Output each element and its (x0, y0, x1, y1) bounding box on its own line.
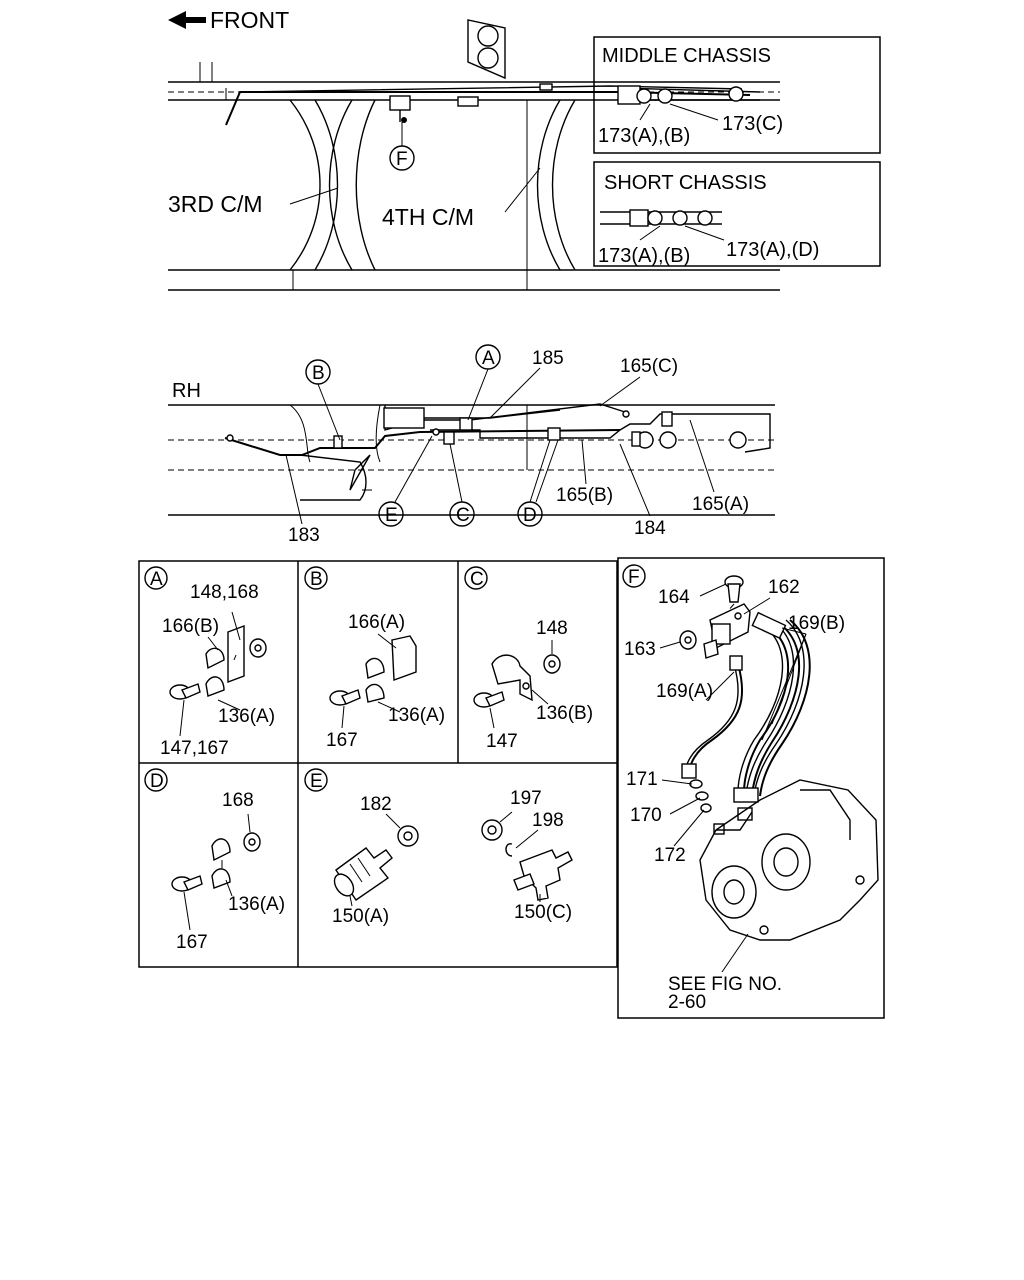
detail-e: E 182 150(A) 197 198 150(C) (304, 768, 573, 927)
middle-chassis-title: MIDDLE CHASSIS (602, 45, 771, 67)
middle-chassis-label-ab: 173(A),(B) (598, 125, 690, 147)
detail-a-label-136a: 136(A) (218, 706, 275, 727)
valve-group-shape (631, 411, 747, 449)
cross-member-4th (536, 99, 576, 271)
connector-150a-shape (333, 847, 393, 901)
callout-a: A (482, 348, 495, 369)
clip-136a-shape (211, 838, 231, 889)
front-label: FRONT (210, 7, 289, 33)
detail-d: D 168 136(A) 167 (144, 768, 285, 953)
bolt-147-icon (473, 691, 505, 708)
detail-a-label-148-168: 148,168 (190, 582, 259, 603)
bolt-167-icon (329, 689, 361, 706)
clip-136b-shape (491, 654, 533, 702)
short-chassis-label-ab: 173(A),(B) (598, 245, 690, 267)
hoses-169-shape (681, 611, 811, 803)
middle-chassis-label-c: 173(C) (722, 113, 783, 135)
callout-f: F (396, 149, 408, 170)
detail-d-label-168: 168 (222, 790, 254, 811)
detail-a: A 148,168 166(B) 136(A) 147,167 (144, 566, 275, 759)
detail-b-tag: B (310, 569, 323, 590)
fourth-crossmember-label: 4TH C/M (382, 204, 474, 230)
detail-e-label-150a: 150(A) (332, 906, 389, 927)
bracket-162-shape (703, 603, 751, 659)
side-view: RH (168, 344, 775, 546)
transmission-housing-shape (699, 779, 879, 941)
detail-f-label-162: 162 (768, 577, 800, 598)
label-183: 183 (288, 525, 320, 546)
detail-a-tag: A (150, 569, 163, 590)
detail-b-label-166a: 166(A) (348, 612, 405, 633)
front-arrow-icon (168, 11, 206, 29)
nut-148-icon (543, 654, 561, 674)
detail-d-tag: D (150, 771, 164, 792)
detail-f-label-170: 170 (630, 805, 662, 826)
top-bracket-shape (467, 19, 506, 80)
detail-b-label-136a: 136(A) (388, 705, 445, 726)
detail-e-tag: E (310, 771, 323, 792)
detail-e-label-197: 197 (510, 788, 542, 809)
nut-163-icon (679, 630, 697, 650)
detail-e-label-150c: 150(C) (514, 902, 572, 923)
callout-c: C (456, 505, 470, 526)
clip-166a-shape (365, 635, 417, 703)
detail-grid (138, 560, 618, 968)
detail-f-see-fig-number: 2-60 (668, 992, 706, 1013)
short-chassis-title: SHORT CHASSIS (604, 172, 767, 194)
third-crossmember-label: 3RD C/M (168, 191, 263, 217)
label-184: 184 (634, 518, 666, 539)
nut-168-icon (243, 832, 261, 852)
detail-c-label-147: 147 (486, 731, 518, 752)
bolt-167-icon (171, 875, 203, 892)
detail-c: C 148 136(B) 147 (464, 566, 593, 752)
detail-f-label-169a: 169(A) (656, 681, 713, 702)
nut-148-icon (249, 638, 267, 658)
detail-f-label-171: 171 (626, 769, 658, 790)
detail-c-tag: C (470, 569, 484, 590)
detail-a-label-147-167: 147,167 (160, 738, 229, 759)
detail-f-label-172: 172 (654, 845, 686, 866)
detail-c-label-148: 148 (536, 618, 568, 639)
label-185: 185 (532, 348, 564, 369)
detail-f-tag: F (628, 567, 640, 588)
top-view: FRONT (168, 7, 881, 291)
detail-d-label-167: 167 (176, 932, 208, 953)
clip-136a-shape (205, 624, 245, 697)
bolt-164-icon (724, 575, 744, 603)
callout-f-circle (389, 145, 415, 171)
detail-a-label-166b: 166(B) (162, 616, 219, 637)
detail-f-see-fig: SEE FIG NO. (668, 974, 782, 995)
callout-b: B (312, 363, 325, 384)
short-chassis-inset: SHORT CHASSIS 173(A),(B) 173(A),(D) (593, 161, 881, 267)
nut-197-icon (481, 819, 503, 841)
rh-label: RH (172, 380, 201, 402)
label-165c: 165(C) (620, 356, 678, 377)
middle-chassis-inset: MIDDLE CHASSIS 173(A),(B) 173(C) (593, 36, 881, 154)
air-tank-shape (299, 454, 372, 501)
callout-d: D (523, 505, 537, 526)
short-chassis-label-ad: 173(A),(D) (726, 239, 819, 261)
detail-e-label-198: 198 (532, 810, 564, 831)
callout-e: E (385, 505, 398, 526)
label-165a: 165(A) (692, 494, 749, 515)
f-bracket-shape (389, 95, 411, 146)
detail-f: F 164 162 163 169(B) 169(A) 171 170 172 … (617, 557, 885, 1019)
detail-d-label-136a: 136(A) (228, 894, 285, 915)
washer-198-icon (505, 843, 513, 857)
detail-c-label-136b: 136(B) (536, 703, 593, 724)
cross-member-3rd (289, 99, 376, 271)
detail-e-label-182: 182 (360, 794, 392, 815)
detail-f-label-163: 163 (624, 639, 656, 660)
nut-182-icon (397, 825, 419, 847)
tee-150c-shape (513, 849, 573, 901)
label-165b: 165(B) (556, 485, 613, 506)
detail-b-label-167: 167 (326, 730, 358, 751)
bolt-147-icon (169, 683, 201, 700)
detail-b: B 166(A) 136(A) 167 (304, 566, 445, 751)
detail-f-label-164: 164 (658, 587, 690, 608)
detail-f-label-169b: 169(B) (788, 613, 845, 634)
